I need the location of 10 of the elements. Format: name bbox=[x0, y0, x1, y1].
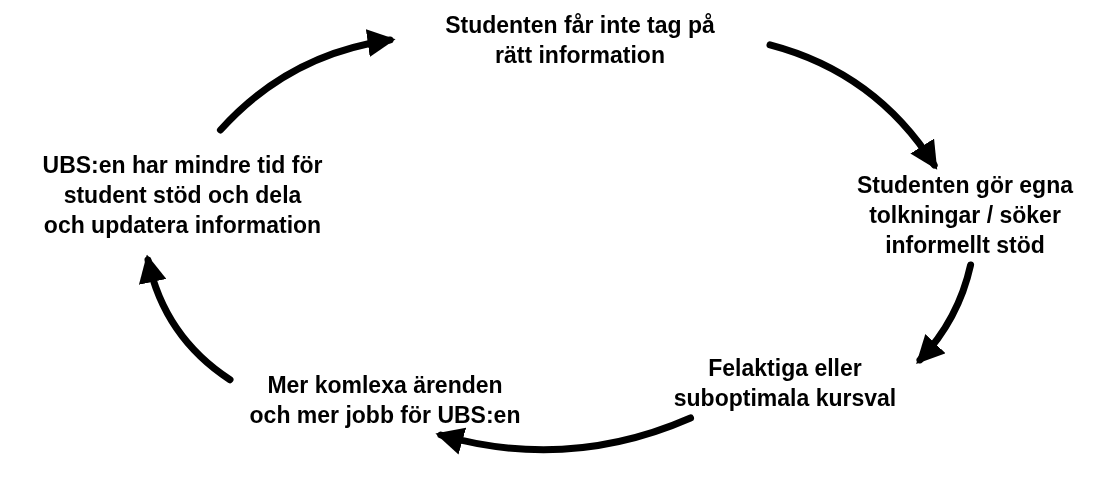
curved-arrow bbox=[435, 414, 694, 455]
curved-arrow bbox=[916, 261, 975, 365]
step-text: Mer komlexa ärenden och mer jobb för UBS:en bbox=[248, 371, 522, 430]
step-text: UBS:en har mindre tid för student stöd och dela och updatera information bbox=[41, 151, 324, 240]
step-text: Studenten får inte tag på rätt information bbox=[444, 11, 716, 70]
curved-arrow bbox=[766, 41, 938, 170]
step-text: Felaktiga eller suboptimala kursval bbox=[672, 354, 898, 413]
step-text: Studenten gör egna tolkningar / söker informellt stöd bbox=[856, 171, 1075, 260]
curved-arrow bbox=[139, 254, 234, 384]
curved-arrow bbox=[216, 29, 396, 134]
